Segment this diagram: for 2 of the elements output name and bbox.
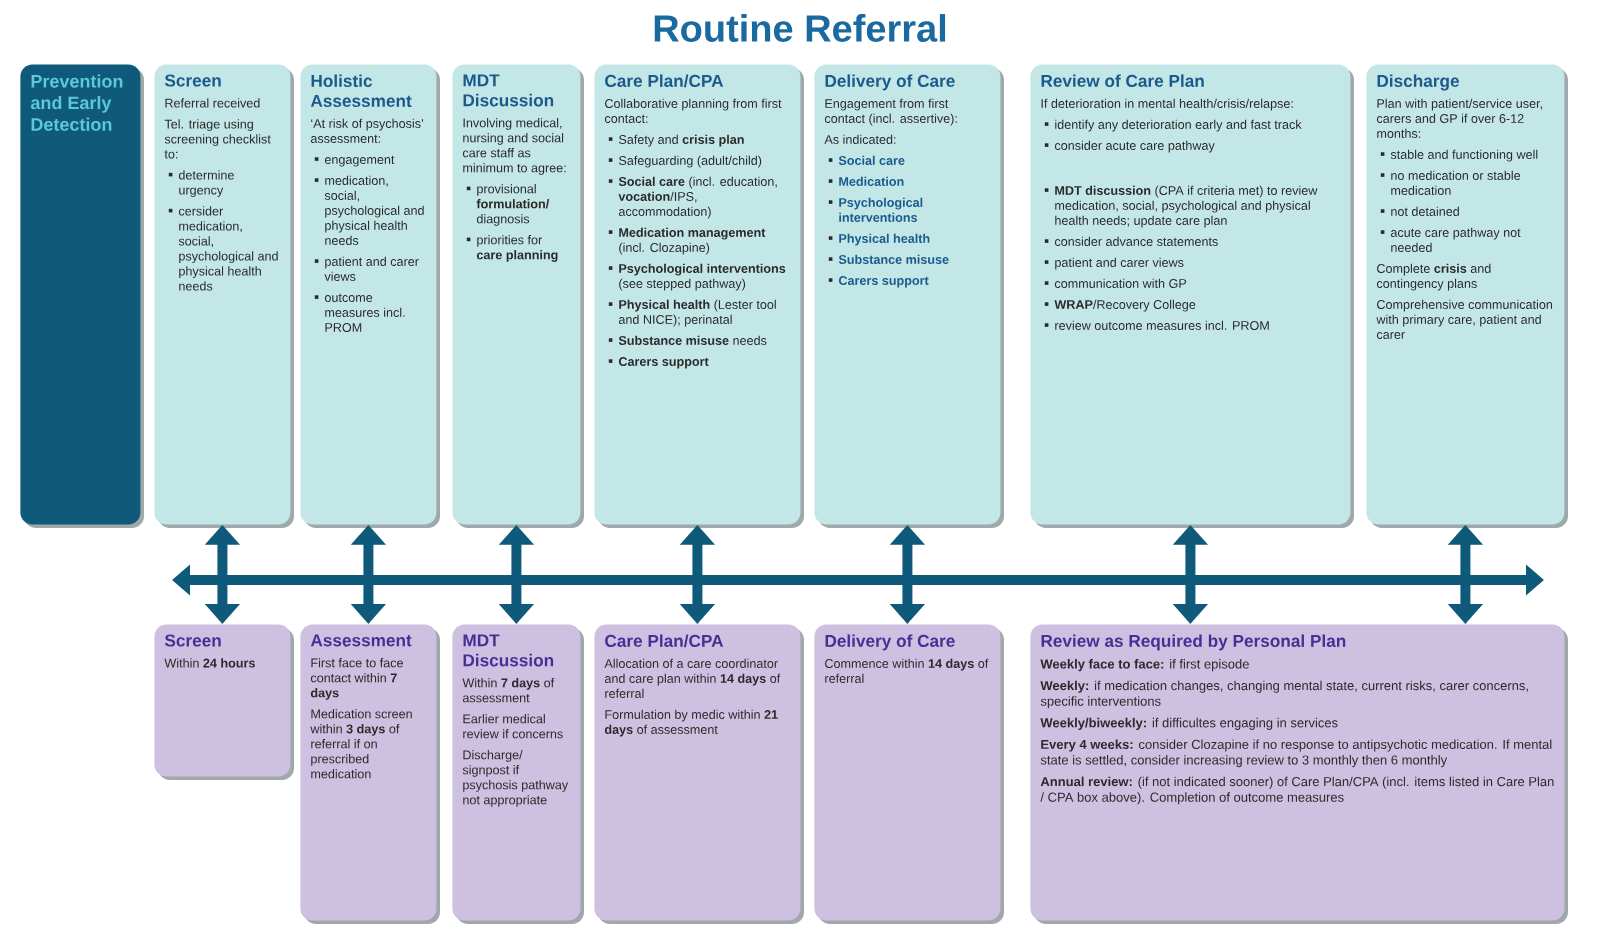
- title: Routine Referral: [654, 14, 946, 42]
- stage-box: Prevention and Early Detection: [20, 64, 144, 528]
